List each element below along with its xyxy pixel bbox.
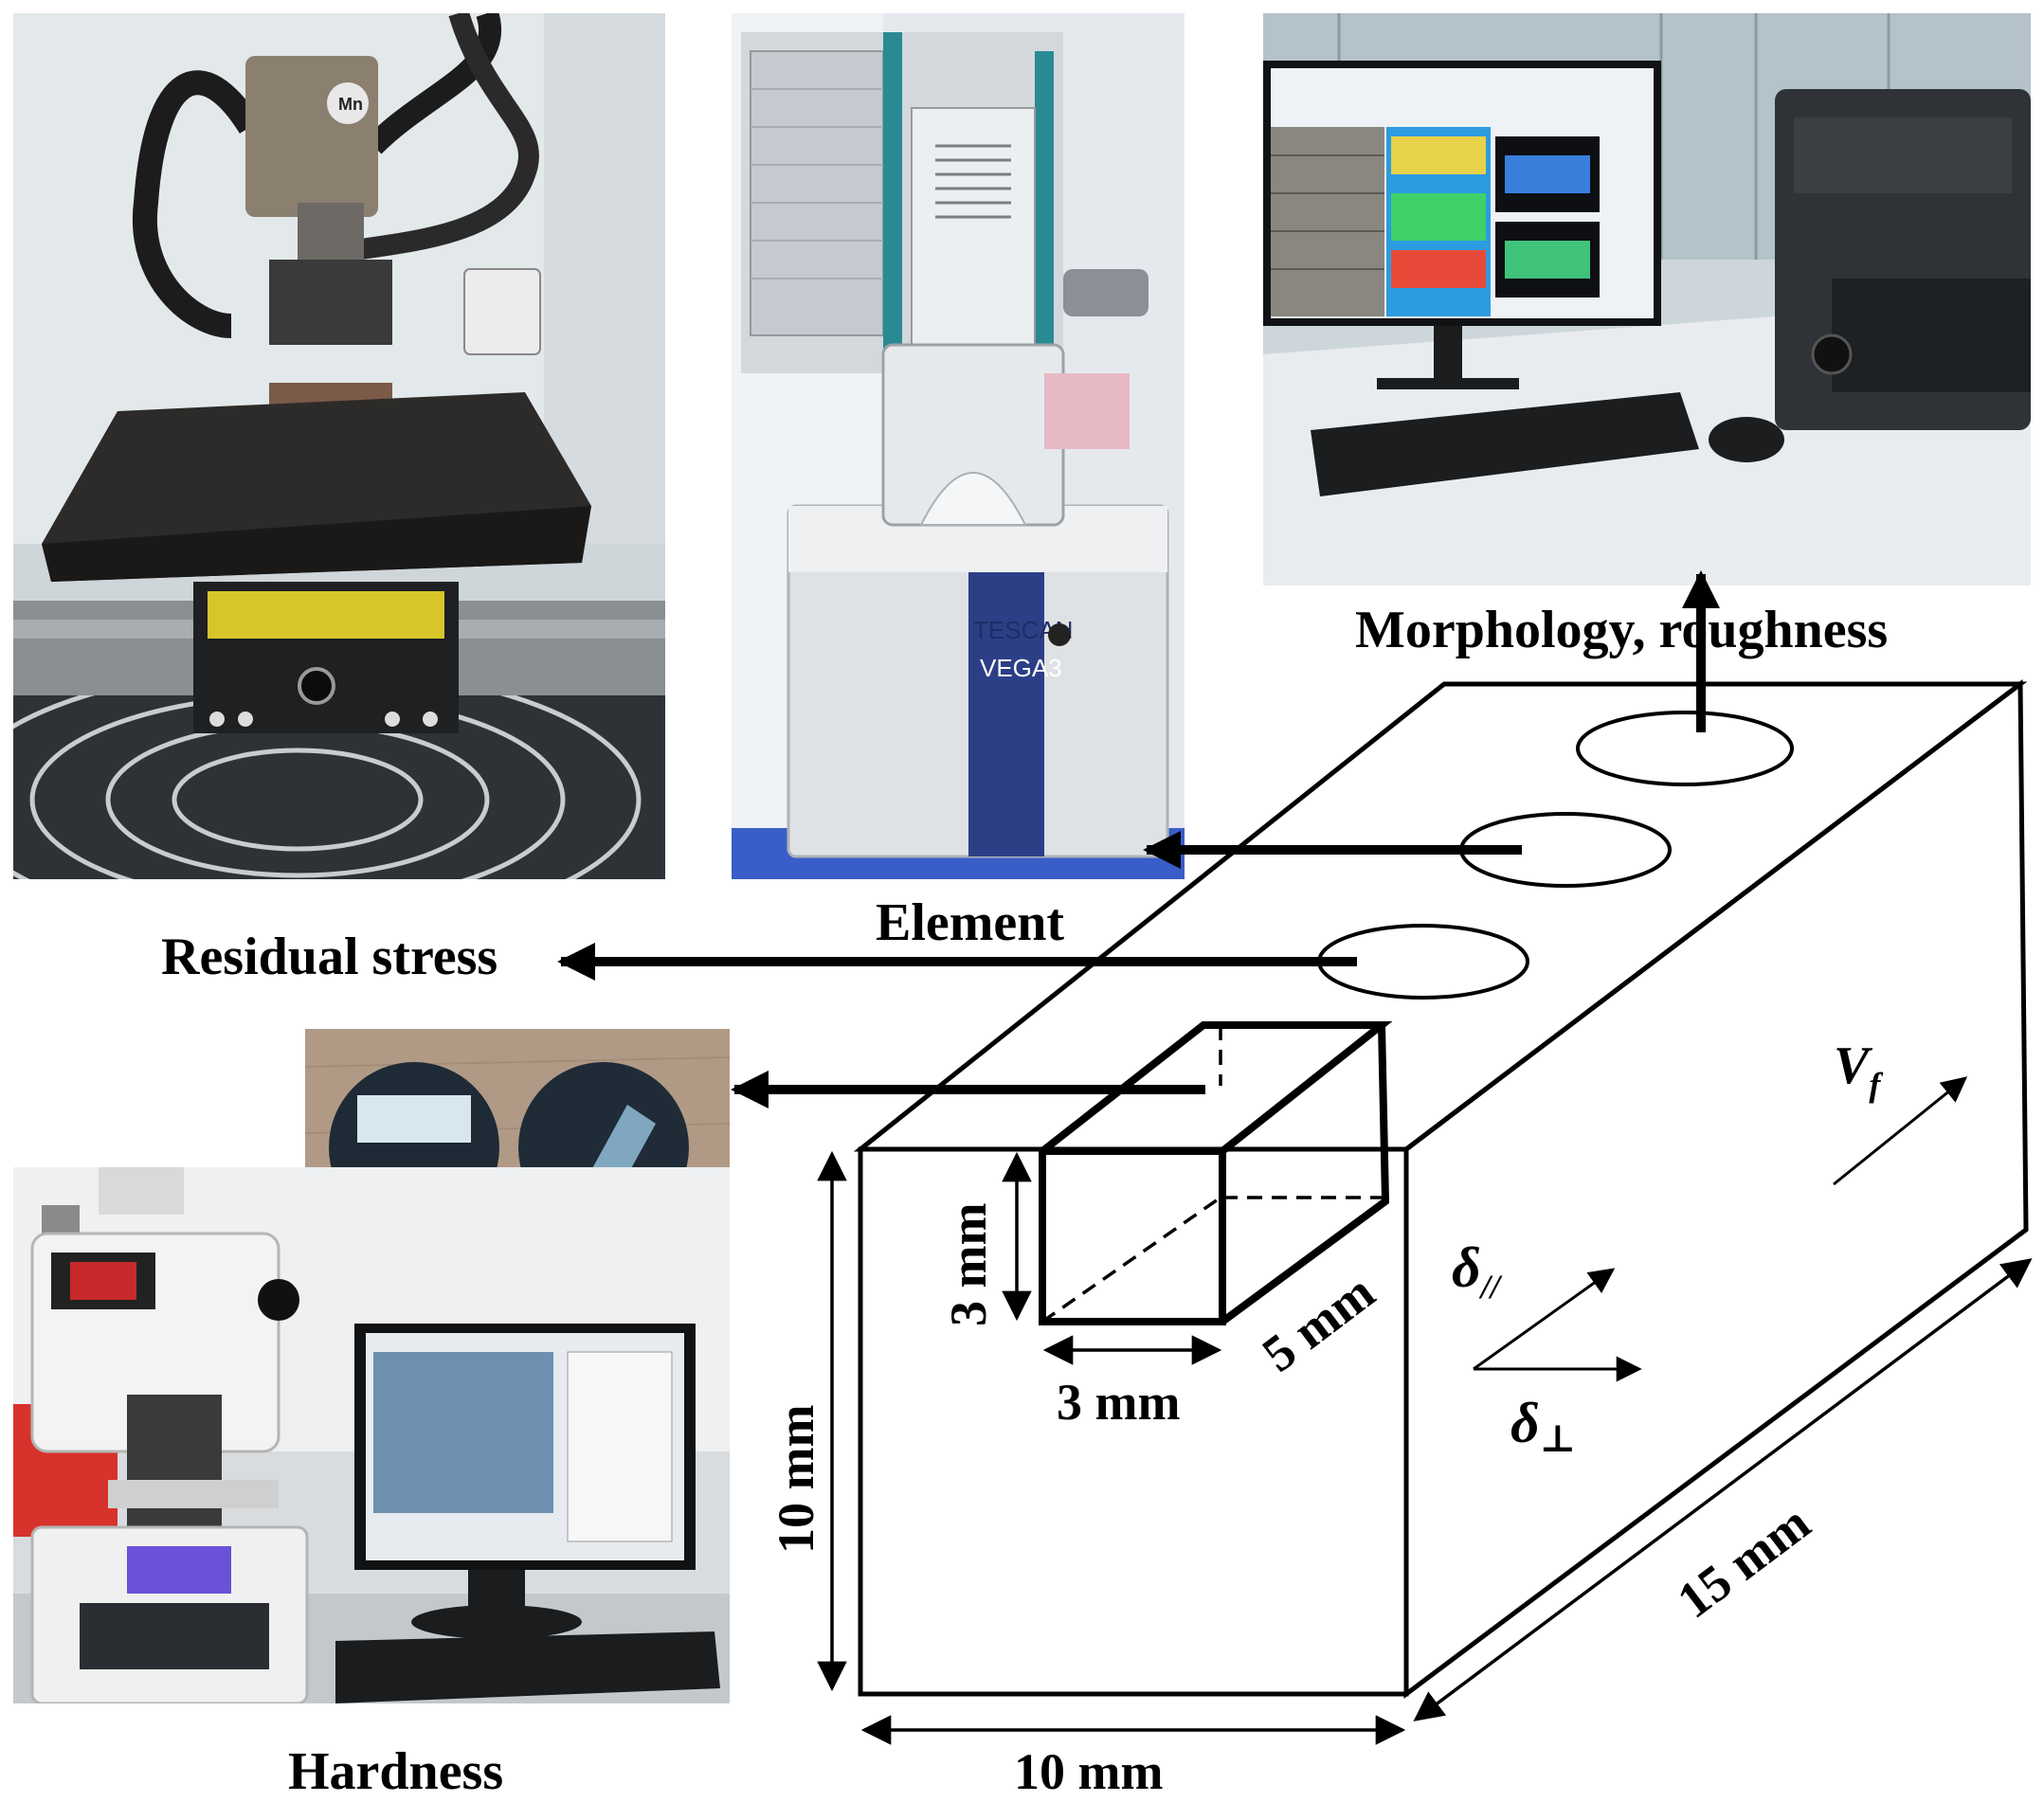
sem-instrument-photo: TESCAN VEGA3 [732,13,1185,879]
callout-arrows [557,570,1720,1108]
morphology-label: Morphology, roughness [1355,601,1888,659]
parallel-label: δ// [1452,1236,1503,1306]
xrd-badge-text: Mn [338,95,363,114]
feed-velocity-label: Vf [1834,1036,1883,1104]
direction-arrows [1473,1076,1968,1382]
feed-velocity-arrow [1833,1076,1968,1186]
cut-width-label: 3 mm [1057,1374,1180,1431]
element-label: Element [876,893,1064,952]
xrd-instrument-photo: Mn [13,13,665,879]
hardness-label: Hardness [288,1742,503,1801]
sample-height-label: 10 mm [768,1405,824,1554]
sample-block [853,679,2029,1699]
parallel-arrow [1473,1268,1616,1371]
sample-width-label: 10 mm [1014,1743,1163,1800]
morphology-spot [1576,711,1794,786]
hardness-tester-photo [13,1167,730,1703]
profilometer-photo [1263,13,2031,586]
dim-sample-length [1413,1258,2033,1721]
dimension-lines [817,1150,2033,1745]
perpendicular-label: δ⊥ [1510,1392,1576,1460]
sem-model-text: VEGA3 [980,654,1062,682]
measurement-spots [1317,711,1794,1000]
residual-stress-label: Residual stress [161,928,497,986]
cut-height-label: 3 mm [940,1203,997,1326]
